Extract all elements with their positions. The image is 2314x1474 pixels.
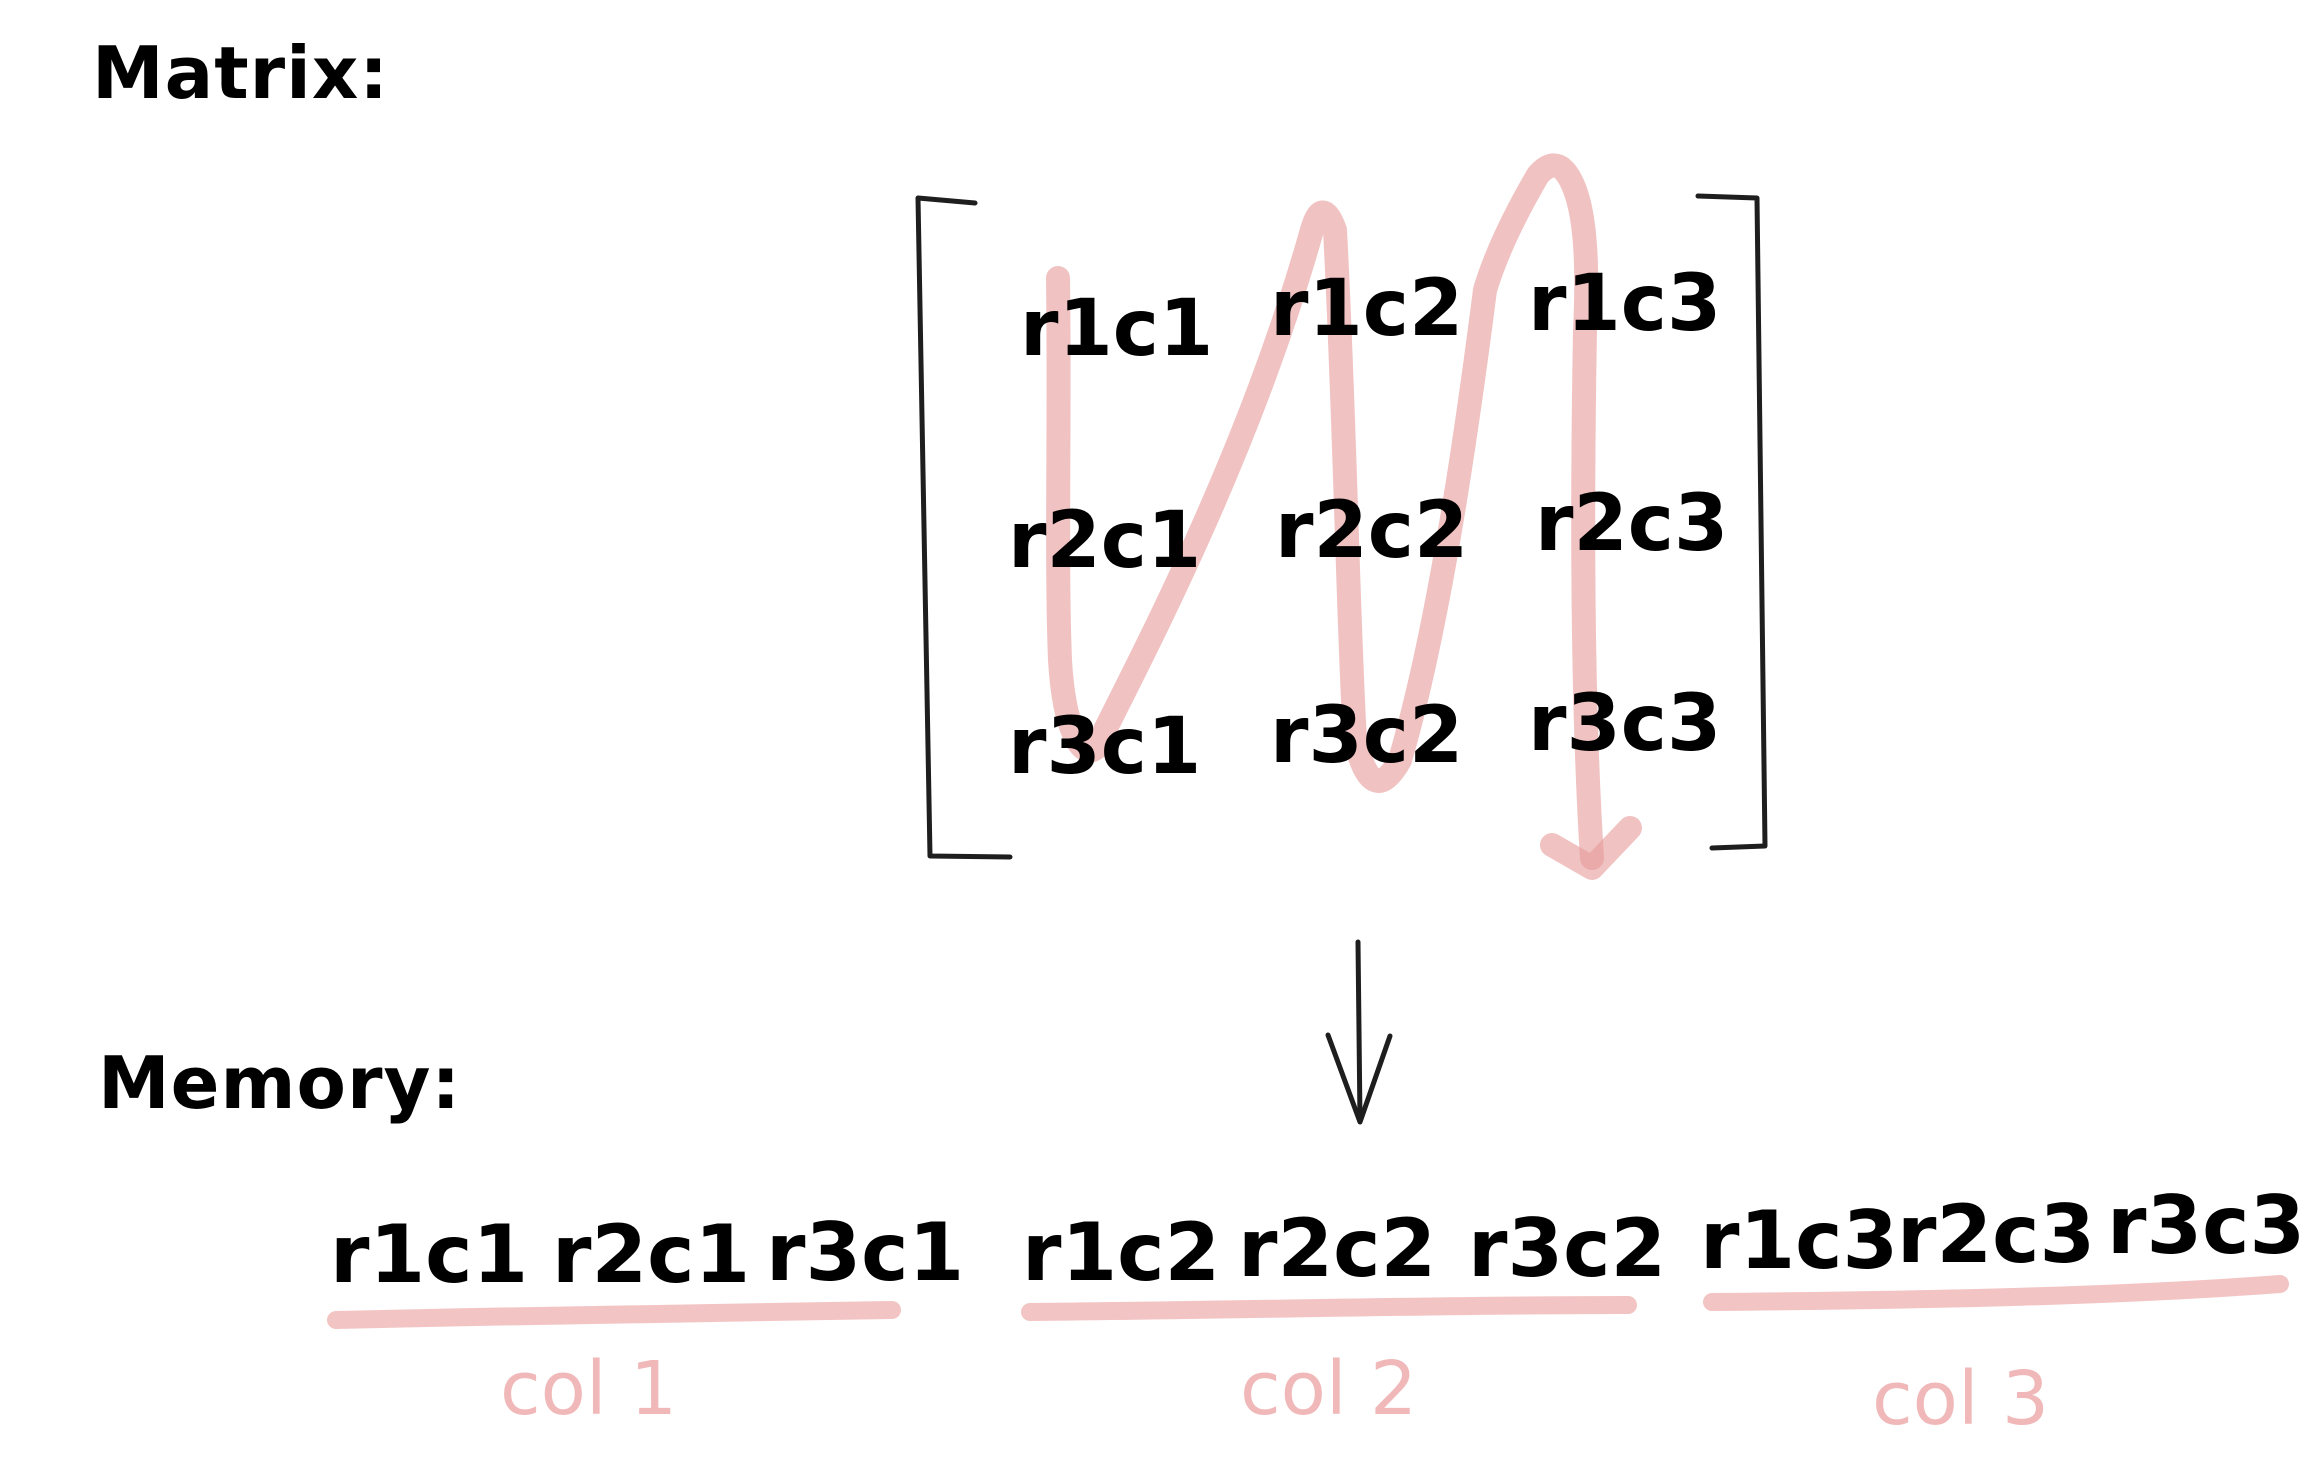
matrix-cell: r1c3 [1528,259,1721,349]
matrix-cell: r1c2 [1270,264,1463,354]
column-labels: col 1 col 2 col 3 [500,1346,2049,1442]
memory-heading: Memory: [98,1041,461,1125]
traversal-arrowhead [1540,816,1642,880]
memory-item: r3c1 [766,1206,964,1299]
matrix-cell: r2c2 [1275,486,1468,576]
matrix-cell: r2c3 [1535,479,1728,569]
memory-item: r3c2 [1468,1202,1666,1295]
memory-item: r1c3 [1700,1194,1898,1287]
memory-item: r2c2 [1238,1202,1436,1295]
col-2-underline [1021,1296,1637,1321]
memory-underlines [327,1275,2289,1329]
memory-item: r1c1 [330,1208,528,1301]
memory-item: r2c1 [552,1208,750,1301]
left-bracket [915,195,1013,860]
col-1-label: col 1 [500,1346,677,1432]
col-1-underline [327,1301,901,1329]
memory-sequence: r1c1 r2c1 r3c1 r1c2 r2c2 r3c2 r1c3 r2c3 … [330,1179,2305,1301]
matrix-cell: r3c2 [1270,691,1463,781]
memory-item: r3c3 [2107,1179,2305,1272]
right-bracket [1695,193,1768,851]
memory-item: r2c3 [1897,1188,2095,1281]
matrix-cell: r3c1 [1008,702,1201,792]
col-2-label: col 2 [1240,1346,1417,1432]
traversal-stroke [1046,153,1604,870]
matrix-grid: r1c1 r1c2 r1c3 r2c1 r2c2 r2c3 r3c1 r3c2 … [1008,259,1728,792]
memory-item: r1c2 [1022,1206,1220,1299]
col-3-label: col 3 [1872,1356,2049,1442]
down-arrow-icon [1325,939,1393,1125]
matrix-cell: r3c3 [1528,679,1721,769]
traversal-path [1046,153,1642,880]
matrix-cell: r1c1 [1020,284,1213,374]
col-3-underline [1703,1275,2289,1311]
matrix-heading: Matrix: [92,31,389,115]
matrix-cell: r2c1 [1008,496,1201,586]
